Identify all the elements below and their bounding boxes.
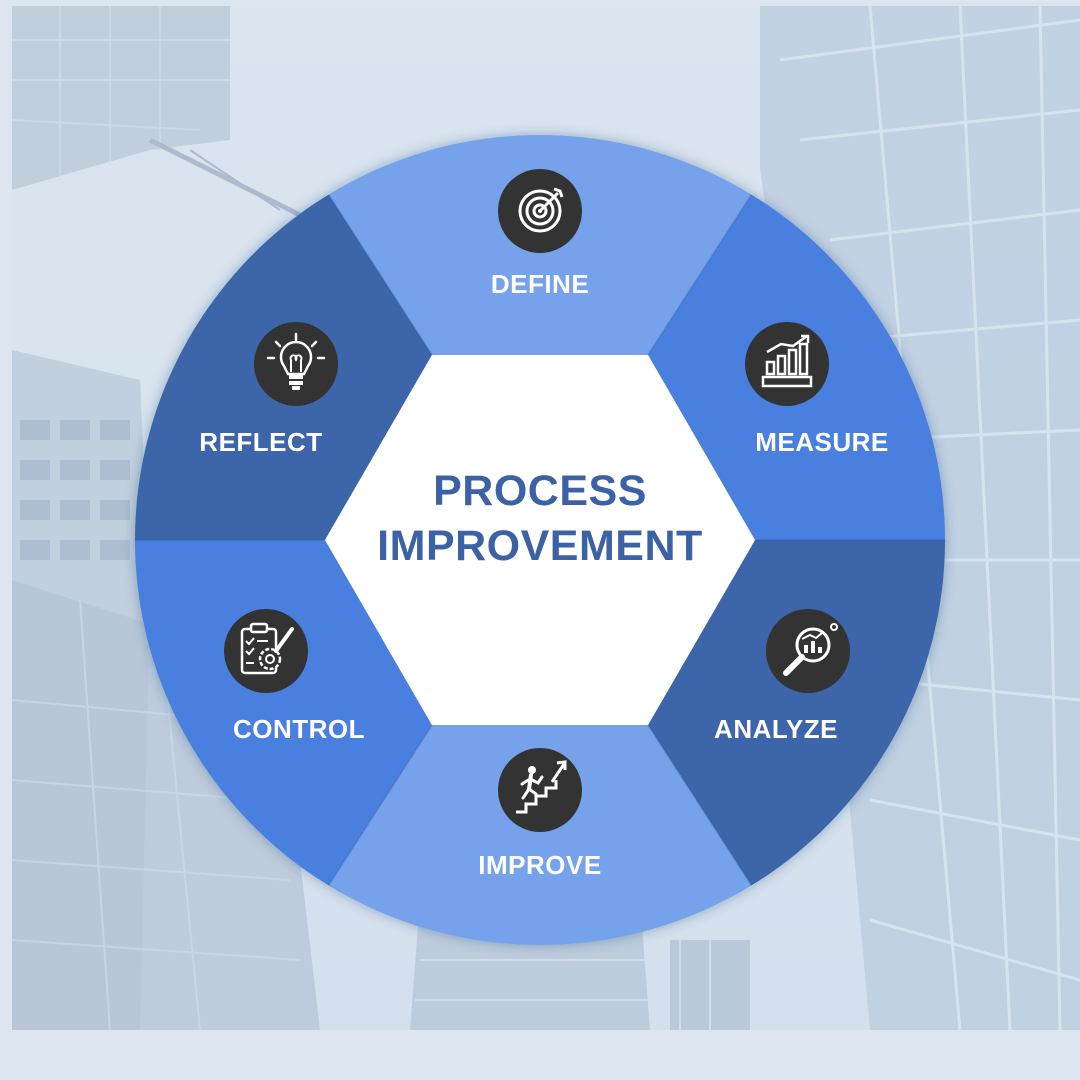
segment-label-control: CONTROL xyxy=(233,714,365,744)
segment-analyze xyxy=(648,540,945,945)
segment-define xyxy=(312,169,768,355)
segment-label-measure: MEASURE xyxy=(755,427,889,457)
target-icon xyxy=(498,169,582,253)
clipboard-gear-icon xyxy=(224,609,308,693)
segment-label-improve: IMPROVE xyxy=(478,850,601,880)
cycle-ring xyxy=(135,135,945,945)
segment-label-analyze: ANALYZE xyxy=(714,714,838,744)
person-climbing-stairs-icon xyxy=(498,748,582,832)
center-title-line1: PROCESS xyxy=(433,467,647,515)
bar-chart-growth-icon xyxy=(745,322,829,406)
segment-control xyxy=(135,540,432,945)
segment-measure xyxy=(648,135,945,540)
center-title-line2: IMPROVEMENT xyxy=(377,522,703,570)
center-hexagon xyxy=(325,355,755,725)
segment-label-define: DEFINE xyxy=(491,269,589,299)
segment-improve xyxy=(312,725,768,945)
lightbulb-icon xyxy=(254,322,338,406)
segment-label-reflect: REFLECT xyxy=(199,427,322,457)
segment-reflect xyxy=(135,135,432,540)
magnifier-chart-icon xyxy=(766,609,850,693)
